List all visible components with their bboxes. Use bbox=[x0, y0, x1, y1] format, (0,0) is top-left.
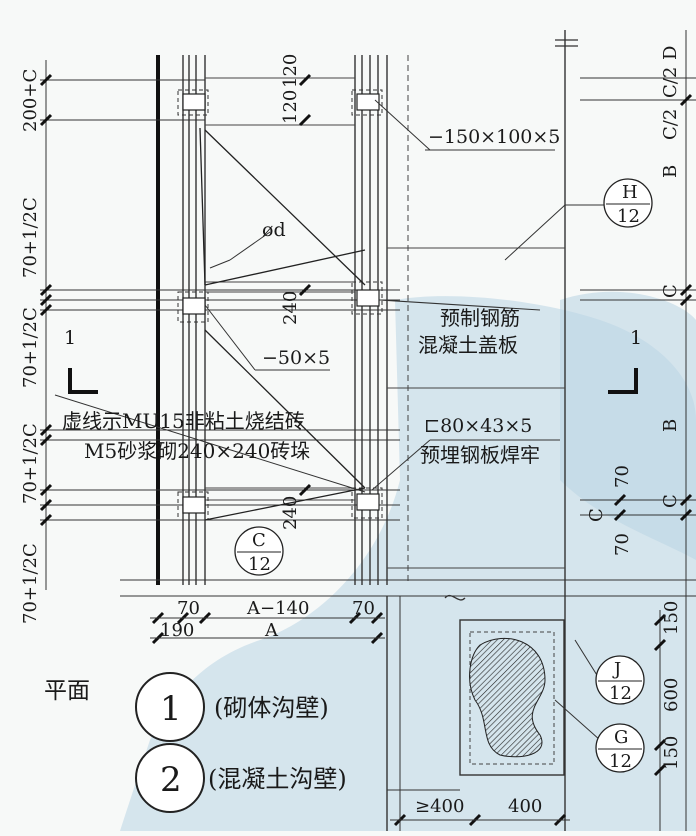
rebar-lines bbox=[199, 127, 366, 521]
section-mark-right-label: 1 bbox=[630, 327, 642, 349]
break-mark bbox=[444, 594, 466, 601]
dim-b1: B bbox=[660, 165, 681, 178]
legend-circle-1 bbox=[135, 672, 205, 742]
horizontal-rails bbox=[205, 77, 565, 569]
callout-c-bottom: 12 bbox=[248, 554, 271, 575]
dim-mid-c: C bbox=[586, 508, 607, 522]
dim-200c: 200+C bbox=[20, 69, 41, 132]
dim-70-4: 70+1/2C bbox=[20, 543, 41, 624]
note-plate: −150×100×5 bbox=[428, 126, 560, 148]
dimension-lines bbox=[40, 77, 696, 597]
callout-circles bbox=[234, 178, 653, 773]
dim-ge400: ≥400 bbox=[415, 796, 464, 817]
legend-plan-label: 平面 bbox=[44, 678, 90, 704]
callout-h-bottom: 12 bbox=[617, 206, 640, 227]
callout-j-bottom: 12 bbox=[609, 683, 632, 704]
dim-150a: 150 bbox=[661, 601, 682, 635]
callout-c-top: C bbox=[252, 530, 266, 551]
dim-mid-70b: 70 bbox=[612, 533, 633, 556]
dim-70-bottom-b: 70 bbox=[352, 598, 375, 619]
note-brick-line2: M5砂浆砌240×240砖垛 bbox=[84, 439, 310, 463]
note-brick-line1: 虚线示MU15非粘土烧结砖 bbox=[62, 409, 305, 433]
dim-a: A bbox=[264, 620, 279, 641]
dim-240a: 240 bbox=[280, 291, 301, 325]
callout-g-bottom: 12 bbox=[609, 751, 632, 772]
dim-c1: C bbox=[660, 284, 681, 298]
section-mark-right-shape bbox=[608, 368, 638, 394]
dim-120a: 120 bbox=[280, 54, 301, 88]
note-channel-line2: 预埋钢板焊牢 bbox=[420, 443, 540, 467]
note-cover-line2: 混凝土盖板 bbox=[418, 333, 518, 357]
dim-600: 600 bbox=[661, 678, 682, 712]
note-channel-line1: ⊏80×43×5 bbox=[424, 415, 532, 437]
dim-c2a: C/2 bbox=[660, 67, 681, 98]
note-bar: −50×5 bbox=[262, 347, 330, 369]
callout-dividers bbox=[237, 203, 650, 750]
legend-item1-text: (砌体沟壁) bbox=[214, 694, 329, 722]
dim-400: 400 bbox=[508, 796, 542, 817]
legend-item1-number: 1 bbox=[160, 689, 182, 729]
dim-b2: B bbox=[660, 419, 681, 432]
steel-plates bbox=[182, 93, 380, 514]
dim-a-minus-140: A−140 bbox=[246, 598, 309, 619]
dim-150b: 150 bbox=[661, 736, 682, 770]
dim-mid-70a: 70 bbox=[612, 465, 633, 488]
cover-hatch bbox=[469, 637, 546, 758]
dim-70-3: 70+1/2C bbox=[20, 423, 41, 504]
cover-outline bbox=[459, 619, 565, 776]
dim-70-1: 70+1/2C bbox=[20, 197, 41, 278]
legend-item2-text: (混凝土沟壁) bbox=[208, 765, 347, 793]
background-stain-2 bbox=[560, 291, 696, 560]
dim-c2b: C/2 bbox=[660, 109, 681, 140]
legend-circle-2 bbox=[135, 743, 205, 813]
dim-c2: C bbox=[660, 494, 681, 508]
dim-240b: 240 bbox=[280, 496, 301, 530]
cover-inner bbox=[469, 631, 555, 765]
dim-190: 190 bbox=[160, 620, 194, 641]
leader-lines bbox=[54, 99, 605, 741]
background-stain bbox=[120, 296, 696, 831]
dim-70-2: 70+1/2C bbox=[20, 307, 41, 388]
dim-120b: 120 bbox=[280, 90, 301, 124]
legend-item2-number: 2 bbox=[160, 760, 182, 800]
dim-70-bottom-a: 70 bbox=[177, 598, 200, 619]
brick-piers bbox=[177, 89, 383, 521]
note-cover-line1: 预制钢筋 bbox=[440, 306, 520, 330]
callout-g-top: G bbox=[614, 727, 628, 748]
callout-h-top: H bbox=[622, 182, 638, 203]
callout-j-top: J bbox=[612, 659, 621, 680]
note-diameter: ød bbox=[262, 219, 286, 241]
dim-d: D bbox=[660, 46, 681, 60]
section-mark-left-shape bbox=[68, 368, 98, 394]
section-mark-left-label: 1 bbox=[64, 327, 76, 349]
